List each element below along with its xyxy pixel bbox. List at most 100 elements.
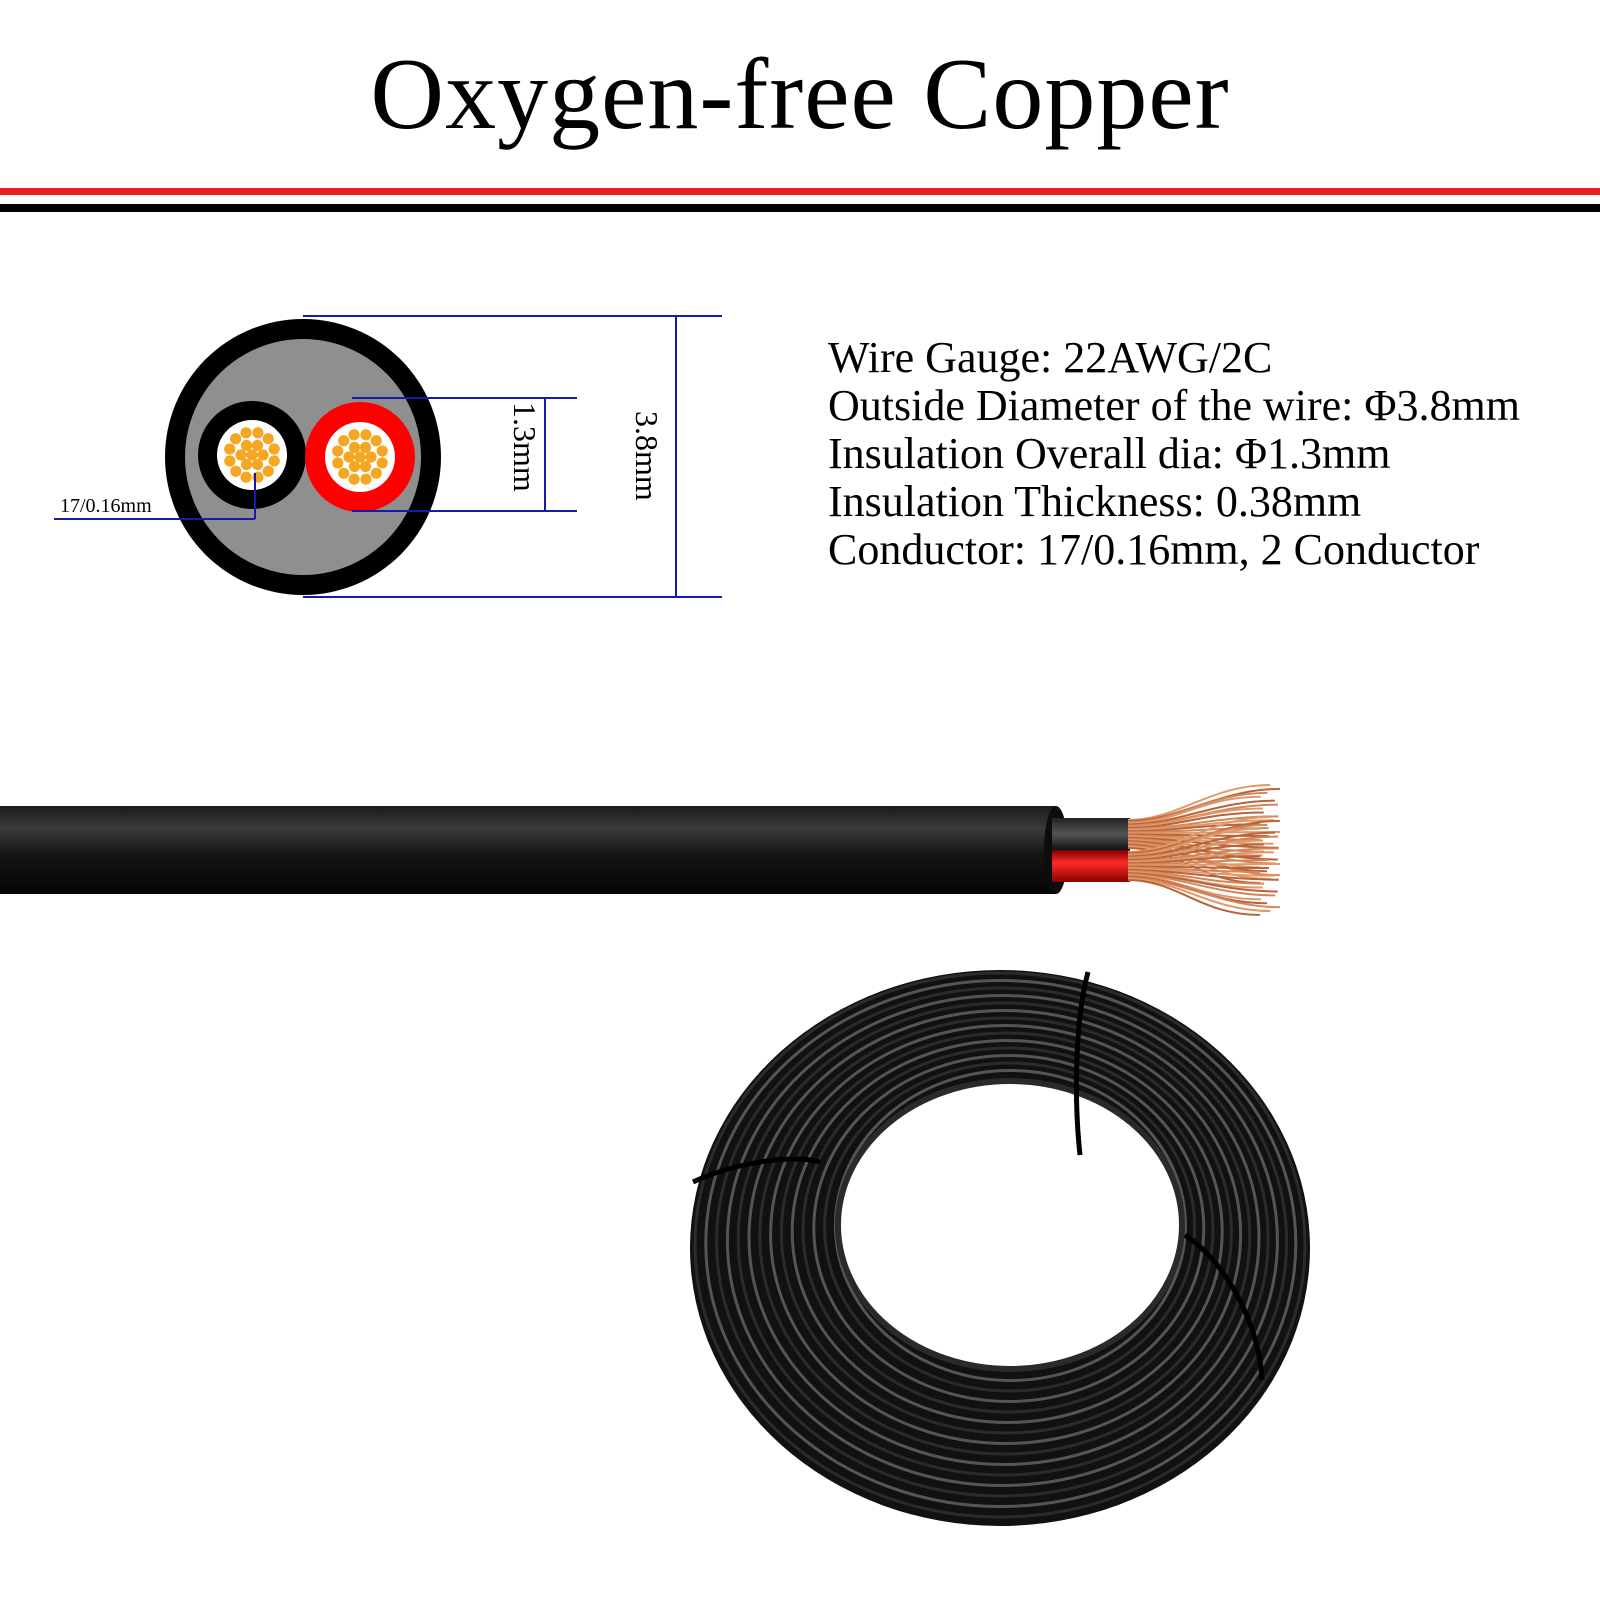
spec-list: Wire Gauge: 22AWG/2C Outside Diameter of… xyxy=(828,334,1520,574)
copper-strand xyxy=(1127,819,1274,832)
strand-dot xyxy=(224,455,236,467)
stripped-cable xyxy=(0,784,1281,916)
conductor-strand-label: 17/0.16mm xyxy=(60,495,152,517)
strand-dot xyxy=(359,460,372,473)
copper-strand xyxy=(1127,823,1268,856)
strand-dot xyxy=(240,439,253,452)
strand-dot xyxy=(348,460,361,473)
strand-dot xyxy=(235,449,247,461)
copper-strand xyxy=(1127,844,1280,877)
strand-dot xyxy=(370,435,382,447)
copper-strand xyxy=(1127,873,1276,897)
strand-dot xyxy=(252,427,264,439)
strand-dot xyxy=(332,445,344,457)
copper-strand xyxy=(1127,872,1278,893)
copper-strand xyxy=(1127,851,1274,864)
strand-dot xyxy=(332,457,344,469)
copper-strand xyxy=(1127,863,1281,867)
copper-strand xyxy=(1127,784,1271,821)
page-title: Oxygen-free Copper xyxy=(370,38,1230,151)
strand-dot xyxy=(360,473,372,485)
strand-dot xyxy=(262,465,274,477)
red-inner-wire xyxy=(1052,850,1130,882)
copper-strand xyxy=(1127,807,1264,828)
copper-strand xyxy=(1127,870,1265,885)
copper-strand xyxy=(1127,859,1269,866)
strand-dot xyxy=(354,451,366,463)
conductor-strands-left xyxy=(224,427,280,483)
coil-ring xyxy=(790,1039,1224,1424)
spec-insulation-thickness: Insulation Thickness: 0.38mm xyxy=(828,477,1362,526)
copper-strand xyxy=(1127,795,1261,825)
strand-dot xyxy=(338,467,350,479)
copper-strand xyxy=(1127,836,1279,849)
copper-strand xyxy=(1127,811,1264,829)
copper-strands-top xyxy=(1127,784,1281,884)
strand-dot xyxy=(240,427,252,439)
coil-ring xyxy=(758,1016,1252,1456)
cross-section-diagram xyxy=(165,319,441,595)
strand-dot xyxy=(230,433,242,445)
copper-strand xyxy=(1127,843,1264,861)
coil-ring xyxy=(769,1024,1243,1445)
copper-strand xyxy=(1127,867,1274,877)
copper-strand xyxy=(1127,831,1275,858)
coil-ring xyxy=(704,979,1298,1508)
strand-dot xyxy=(359,441,372,454)
spec-insulation-overall-dia: Insulation Overall dia: Φ1.3mm xyxy=(828,429,1391,478)
red-stripe-divider xyxy=(0,188,1600,195)
spec-outside-diameter: Outside Diameter of the wire: Φ3.8mm xyxy=(828,381,1520,430)
strand-dot xyxy=(365,451,377,463)
copper-strand xyxy=(1127,866,1261,873)
dimension-lines xyxy=(54,315,722,598)
coil-ring xyxy=(693,971,1307,1519)
copper-strand xyxy=(1127,855,1261,865)
strand-dot xyxy=(376,445,388,457)
copper-strand xyxy=(1127,847,1279,862)
copper-strand xyxy=(1127,827,1261,857)
copper-strand xyxy=(1127,799,1275,826)
strand-dot xyxy=(338,435,350,447)
strand-dot xyxy=(268,443,280,455)
copper-strand xyxy=(1127,876,1280,909)
coil-tie-left xyxy=(691,1156,821,1185)
copper-strand xyxy=(1127,816,1271,853)
outer-diameter-label: 3.8mm xyxy=(629,411,665,501)
strand-dot xyxy=(246,449,258,461)
strand-dot xyxy=(262,433,274,445)
strand-dot xyxy=(360,429,372,441)
black-stripe-divider xyxy=(0,204,1600,212)
strand-dot xyxy=(257,449,269,461)
coil-ring xyxy=(812,1054,1206,1403)
black-inner-wire xyxy=(1052,818,1130,850)
strand-dot xyxy=(348,429,360,441)
copper-strand xyxy=(1127,874,1261,901)
strand-dot xyxy=(251,439,264,452)
insulation-diameter-label: 1.3mm xyxy=(507,402,543,492)
copper-strand xyxy=(1127,841,1276,865)
copper-strands-bottom xyxy=(1127,816,1281,916)
strand-dot xyxy=(240,471,252,483)
strand-dot xyxy=(376,457,388,469)
copper-strand xyxy=(1127,871,1263,889)
copper-strand xyxy=(1127,865,1269,869)
coil-ring xyxy=(823,1061,1197,1393)
strand-dot xyxy=(370,467,382,479)
coil-ring xyxy=(725,994,1279,1487)
strand-dot xyxy=(348,441,361,454)
coil-tie-top xyxy=(1073,971,1091,1156)
strand-dot xyxy=(224,443,236,455)
strand-dot xyxy=(343,451,355,463)
copper-strand xyxy=(1127,839,1264,860)
strand-dot xyxy=(240,458,253,471)
copper-strand xyxy=(1127,868,1279,881)
copper-strand xyxy=(1127,879,1261,916)
coil-ring xyxy=(747,1009,1261,1466)
strand-dot xyxy=(251,458,264,471)
strand-dot xyxy=(230,465,242,477)
coil-ring xyxy=(715,986,1289,1498)
coil-ring xyxy=(779,1031,1233,1435)
coil-ring xyxy=(736,1001,1270,1477)
cable-coil xyxy=(690,970,1310,1526)
